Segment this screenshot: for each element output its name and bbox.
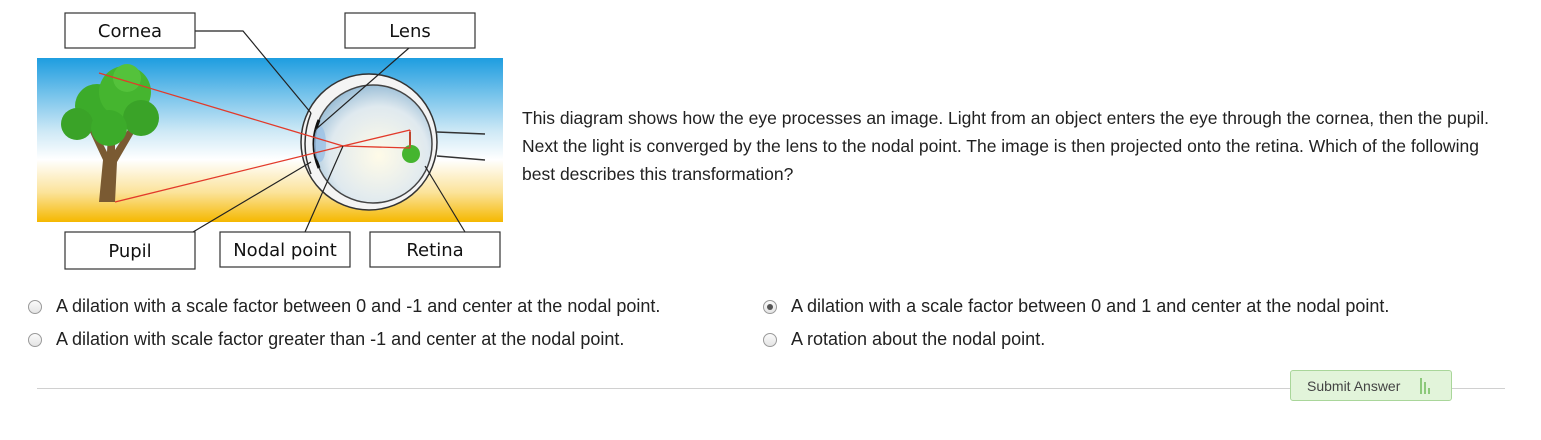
tree-icon (61, 64, 159, 202)
light-rays (98, 72, 411, 203)
choice-option-2[interactable]: A dilation with a scale factor between 0… (763, 296, 1389, 317)
choice-option-4[interactable]: A rotation about the nodal point. (763, 329, 1045, 350)
choice-text: A rotation about the nodal point. (791, 329, 1046, 349)
svg-text:Nodal point: Nodal point (233, 240, 337, 261)
svg-text:Cornea: Cornea (98, 21, 162, 42)
label-retina: Retina (369, 231, 501, 268)
label-nodal-point: Nodal point (219, 231, 351, 268)
radio-button[interactable] (28, 332, 42, 347)
label-lens: Lens (344, 12, 476, 49)
choice-option-1[interactable]: A dilation with a scale factor between 0… (28, 296, 660, 317)
choice-text: A dilation with a scale factor between 0… (791, 296, 1390, 316)
eye-icon (300, 73, 486, 211)
submit-answer-button[interactable]: Submit Answer (1290, 370, 1452, 401)
radio-button[interactable] (763, 299, 777, 314)
label-cornea: Cornea (64, 12, 196, 49)
choice-text: A dilation with scale factor greater tha… (56, 329, 625, 349)
radio-button[interactable] (763, 332, 777, 347)
question-prompt: This diagram shows how the eye processes… (522, 108, 1489, 184)
label-leaders (192, 30, 466, 233)
divider (37, 388, 1505, 389)
radio-button[interactable] (28, 299, 42, 314)
svg-text:Lens: Lens (389, 21, 431, 42)
label-pupil: Pupil (64, 231, 196, 270)
choice-option-3[interactable]: A dilation with scale factor greater tha… (28, 329, 624, 350)
svg-text:Retina: Retina (406, 240, 463, 261)
audio-bars-icon (1420, 377, 1431, 394)
eye-diagram-svg: Cornea Lens Pupil Nodal point Retina (37, 12, 503, 270)
submit-answer-label: Submit Answer (1307, 377, 1401, 394)
eye-diagram: Cornea Lens Pupil Nodal point Retina (37, 10, 503, 272)
choice-text: A dilation with a scale factor between 0… (56, 296, 661, 316)
svg-text:Pupil: Pupil (108, 241, 151, 262)
